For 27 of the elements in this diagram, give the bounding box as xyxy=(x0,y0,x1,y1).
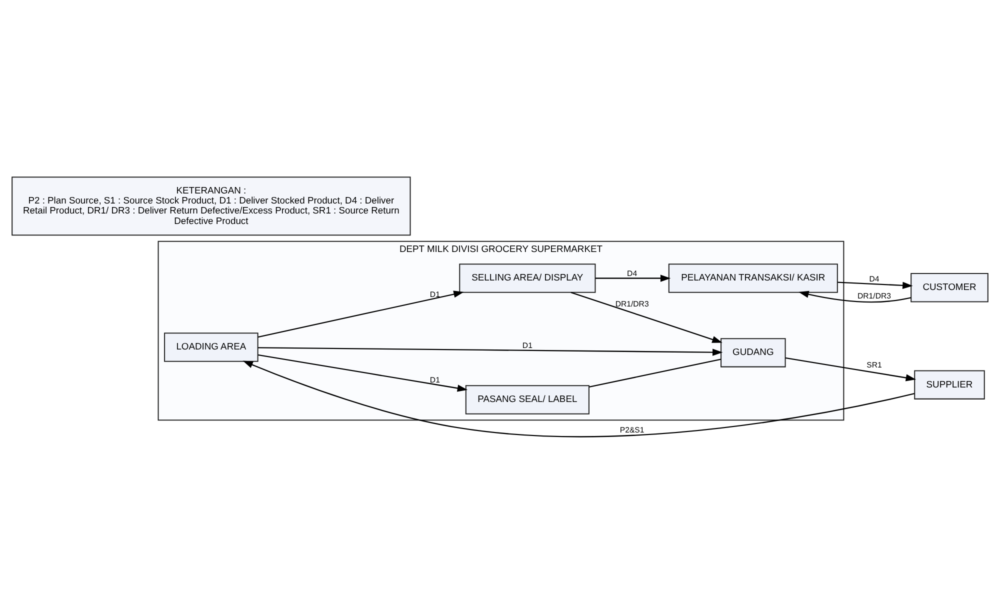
edge-label: D1 xyxy=(430,374,440,384)
arrow xyxy=(242,360,915,437)
arrow xyxy=(798,290,912,302)
edge-label: D1 xyxy=(522,340,532,350)
arrow xyxy=(570,291,722,342)
node-box: SELLING AREA/ DISPLAY xyxy=(459,263,596,292)
edge-label: D1 xyxy=(430,290,440,299)
node-box: GUDANG xyxy=(720,338,786,367)
arrow xyxy=(258,354,468,392)
edge-label: DR1/DR3 xyxy=(615,298,649,308)
node-box: PELAYANAN TRANSAKSI/ KASIR xyxy=(668,263,838,292)
node-box: CUSTOMER xyxy=(910,272,988,302)
edge-label: D4 xyxy=(627,268,638,278)
node-box: LOADING AREA xyxy=(164,332,258,362)
arrow xyxy=(258,346,723,356)
arrow xyxy=(258,290,464,338)
edge-label: P2&S1 xyxy=(620,425,644,434)
arrow xyxy=(838,281,913,288)
edge-label: SR1 xyxy=(866,360,882,370)
node-box: SUPPLIER xyxy=(914,370,985,399)
edge-label: DR1/DR3 xyxy=(858,291,892,300)
node-box: PASANG SEAL/ LABEL xyxy=(465,384,590,414)
arrow xyxy=(785,356,916,381)
node-box: KETERANGAN : P2 : Plan Source, S1 : Source Stock Product, D1 : Deliver Stocked Product, D4 : Deliver Retail Product, DR1/ DR3 : Deliver Return Defective/Excess Product, SR1 : Source Return Defective Product xyxy=(12,176,411,236)
arrow xyxy=(595,274,671,282)
connector xyxy=(589,358,721,388)
edge-label: D4 xyxy=(869,274,880,283)
